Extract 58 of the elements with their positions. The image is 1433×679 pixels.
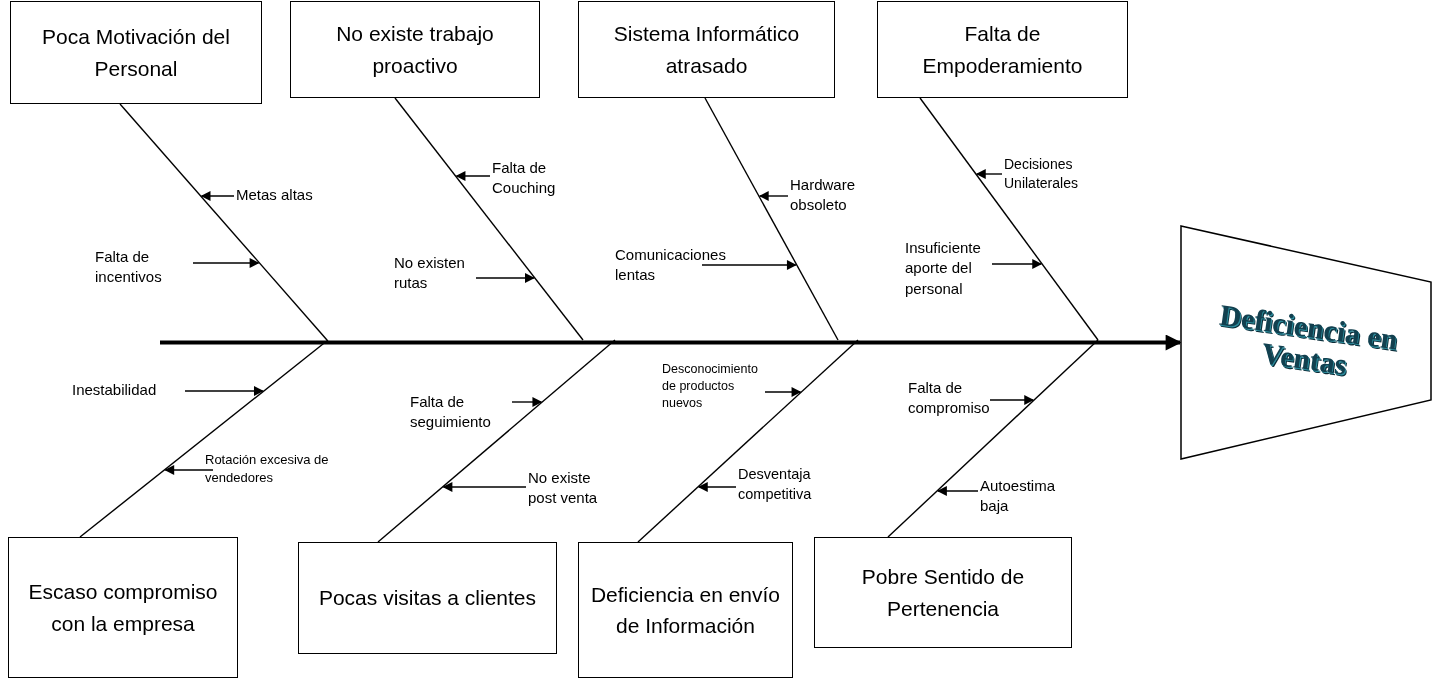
cause-label: Comunicaciones lentas: [615, 245, 735, 286]
cause-category-box: [578, 542, 793, 678]
cause-label: Desconocimiento de productos nuevos: [662, 361, 762, 412]
spine-arrow: [160, 334, 1182, 351]
cause-label: Falta de seguimiento: [410, 392, 512, 433]
cause-label: Insuficiente aporte del personal: [905, 238, 993, 299]
cause-label: Falta de Couching: [492, 158, 582, 199]
cause-category-box: [298, 542, 557, 654]
cause-label: Autoestima baja: [980, 476, 1065, 517]
cause-arrow: [937, 486, 979, 496]
cause-arrow: [184, 386, 264, 396]
cause-arrow: [200, 191, 235, 201]
effect-title: Deficiencia en Ventas: [1216, 296, 1401, 383]
fishbone-line: [79, 339, 329, 538]
cause-arrow: [991, 259, 1043, 269]
fishbone-line: [704, 97, 839, 341]
fishbone-line: [919, 97, 1099, 341]
cause-label: Falta de incentivos: [95, 247, 195, 288]
cause-label: No existe post venta: [528, 468, 618, 509]
cause-arrow: [442, 482, 527, 492]
category-label: Falta de Empoderamiento: [921, 21, 1084, 79]
cause-arrow: [475, 273, 535, 283]
cause-arrow: [455, 171, 491, 181]
fishbone-line: [637, 339, 859, 543]
cause-label: No existen rutas: [394, 253, 479, 294]
cause-label: Desventaja competitiva: [738, 465, 833, 505]
cause-arrow: [758, 191, 789, 201]
cause-label: Rotación excesiva de vendedores: [205, 451, 340, 487]
cause-arrow: [164, 465, 214, 475]
fishbone-line: [119, 103, 328, 341]
cause-label: Hardware obsoleto: [790, 175, 875, 216]
category-label: Pobre Sentido de Pertenencia: [860, 564, 1026, 622]
cause-label: Falta de compromiso: [908, 378, 1013, 419]
cause-category-box: [877, 1, 1128, 98]
category-label: Poca Motivación del Personal: [41, 24, 231, 82]
category-label: No existe trabajo proactivo: [335, 21, 495, 79]
cause-category-box: [814, 537, 1072, 648]
cause-arrow: [701, 260, 797, 270]
cause-arrow: [975, 169, 1003, 179]
category-label: Deficiencia en envío de Información: [589, 581, 782, 639]
cause-label: Metas altas: [236, 185, 346, 206]
cause-category-box: [290, 1, 540, 98]
cause-arrow: [697, 482, 737, 492]
cause-arrow: [192, 258, 260, 268]
cause-arrow: [989, 395, 1034, 405]
fishbone-line: [887, 339, 1099, 538]
cause-arrow: [511, 397, 543, 407]
fishbone-line: [394, 97, 584, 341]
cause-label: Inestabilidad: [72, 380, 182, 401]
cause-category-box: [8, 537, 238, 678]
cause-category-box: [10, 1, 262, 104]
category-label: Sistema Informático atrasado: [612, 21, 801, 79]
cause-arrow: [764, 387, 802, 397]
category-label: Pocas visitas a clientes: [318, 585, 537, 612]
fishbone-line: [377, 339, 616, 543]
cause-label: Decisiones Unilaterales: [1004, 155, 1099, 193]
category-label: Escaso compromiso con la empresa: [27, 579, 219, 637]
cause-category-box: [578, 1, 835, 98]
